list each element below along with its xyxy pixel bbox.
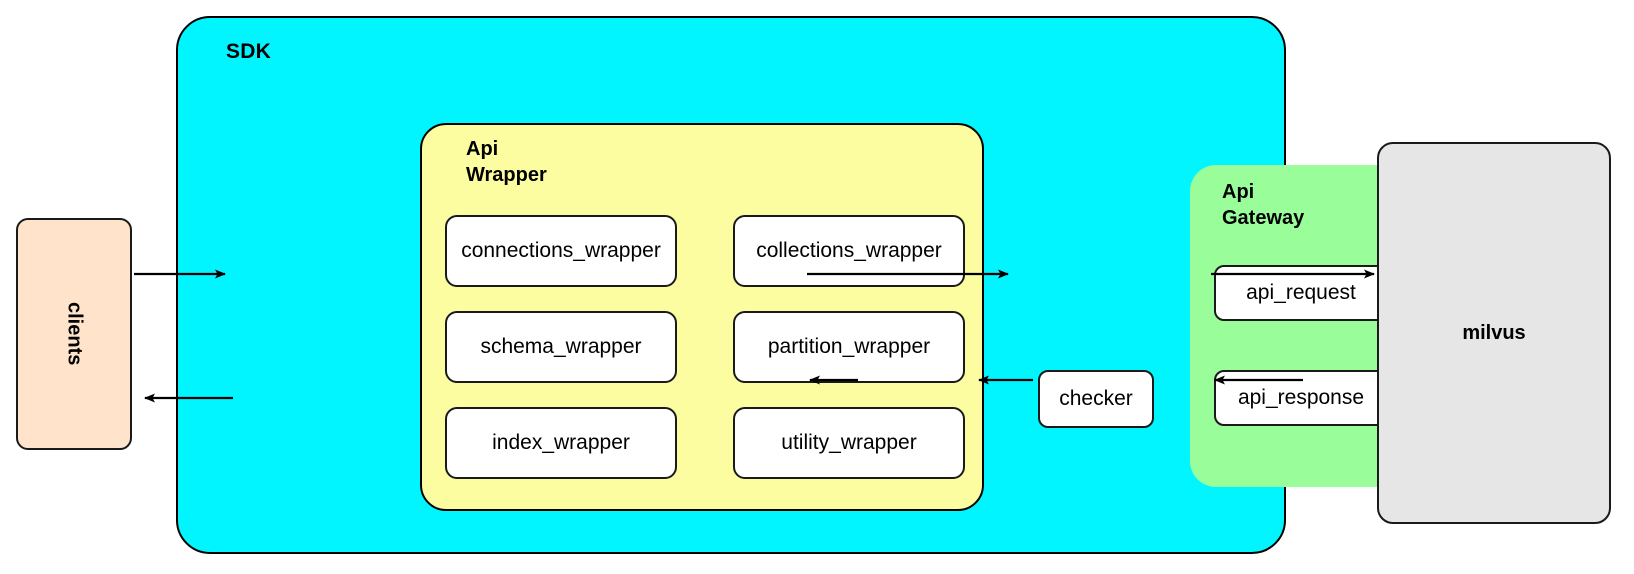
node-utility-wrapper[interactable]: utility_wrapper xyxy=(733,407,965,479)
node-collections-wrapper[interactable]: collections_wrapper xyxy=(733,215,965,287)
node-connections-wrapper[interactable]: connections_wrapper xyxy=(445,215,677,287)
clients-node[interactable]: clients xyxy=(16,218,132,450)
checker-node[interactable]: checker xyxy=(1038,370,1154,428)
node-label: collections_wrapper xyxy=(756,239,942,262)
node-label: index_wrapper xyxy=(492,431,630,454)
api-wrapper-label: Api Wrapper xyxy=(466,138,547,186)
node-label: api_request xyxy=(1246,281,1356,304)
api-gateway-label: Api Gateway xyxy=(1222,181,1305,229)
node-label: schema_wrapper xyxy=(480,335,642,358)
sdk-label: SDK xyxy=(226,40,271,63)
node-api-response[interactable]: api_response xyxy=(1214,370,1388,426)
api-wrapper-container[interactable]: Api Wrapper connections_wrapper collecti… xyxy=(420,123,984,511)
node-label: partition_wrapper xyxy=(767,335,931,358)
node-label: connections_wrapper xyxy=(461,239,661,262)
node-partition-wrapper[interactable]: partition_wrapper xyxy=(733,311,965,383)
clients-label: clients xyxy=(63,302,86,366)
node-label: api_response xyxy=(1237,386,1365,409)
node-label: utility_wrapper xyxy=(781,431,917,454)
sdk-container[interactable]: SDK Api Wrapper connections_wrapper coll… xyxy=(176,16,1416,554)
node-schema-wrapper[interactable]: schema_wrapper xyxy=(445,311,677,383)
node-api-request[interactable]: api_request xyxy=(1214,265,1388,321)
node-index-wrapper[interactable]: index_wrapper xyxy=(445,407,677,479)
milvus-node[interactable]: milvus xyxy=(1377,142,1611,524)
milvus-label: milvus xyxy=(1462,321,1526,344)
checker-label: checker xyxy=(1059,387,1133,410)
